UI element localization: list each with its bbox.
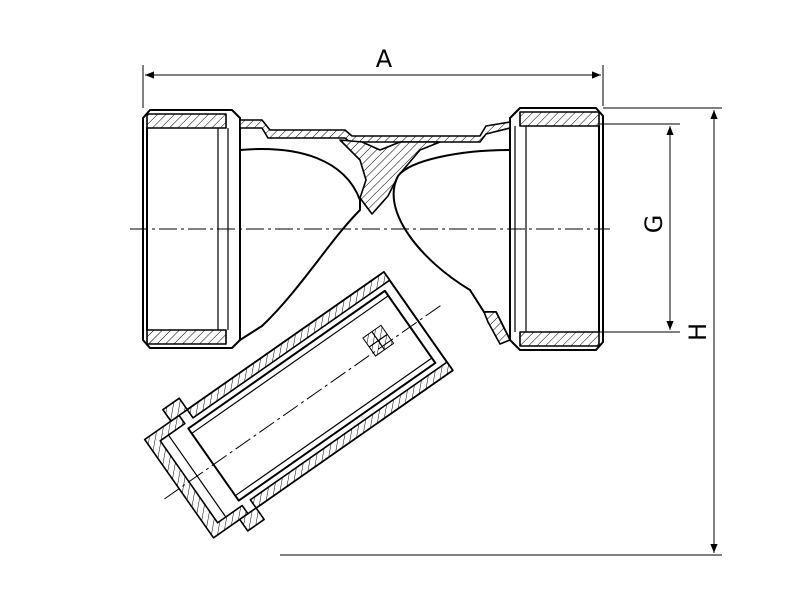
dimension-a: A (142, 45, 604, 108)
dimension-h: H (280, 107, 722, 556)
dimension-g-label: G (640, 215, 668, 234)
valve-body (239, 119, 511, 345)
mesh-symbol (362, 324, 395, 357)
left-end-connection (142, 109, 241, 349)
dimension-g: G (600, 123, 680, 333)
dimension-h-label: H (684, 323, 712, 341)
screen-chamber (143, 271, 454, 539)
dimension-a-label: A (376, 45, 393, 73)
